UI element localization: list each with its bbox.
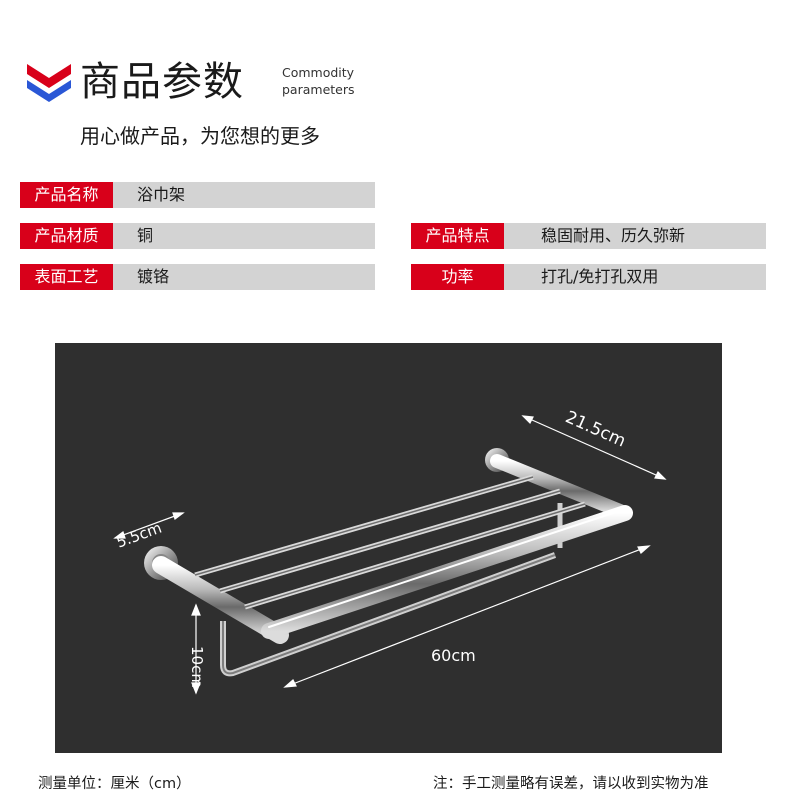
dimension-width [283, 545, 651, 688]
spec-label-material: 产品材质 [20, 223, 113, 249]
dimension-post [113, 512, 185, 539]
spec-value-function: 打孔/免打孔双用 [541, 267, 659, 286]
spec-label-feature: 产品特点 [411, 223, 504, 249]
spec-row-function: 功率 打孔/免打孔双用 [411, 264, 766, 290]
label-height: 10cm [188, 646, 206, 688]
title-en-line-1: Commodity [282, 65, 355, 80]
rack-rails [194, 474, 586, 610]
dimension-height [191, 603, 201, 695]
spec-row-material: 产品材质 铜 [20, 223, 375, 249]
page-title: 商品参数 [80, 59, 244, 105]
footer-unit-note: 测量单位：厘米（cm） [38, 776, 191, 792]
spec-row-name: 产品名称 浴巾架 [20, 182, 375, 208]
dimension-depth [521, 415, 667, 480]
label-width: 60cm [431, 646, 476, 665]
page-subtitle: 用心做产品，为您想的更多 [80, 124, 320, 148]
spec-value-surface: 镀铬 [137, 267, 170, 286]
towel-rack-illustration: 21.5cm 5.5cm 10cm 60cm [113, 407, 667, 695]
spec-label-surface: 表面工艺 [20, 264, 113, 290]
front-bar [261, 505, 633, 639]
label-depth: 21.5cm [562, 407, 628, 451]
spec-value-name: 浴巾架 [137, 185, 186, 204]
spec-value-feature: 稳固耐用、历久弥新 [541, 226, 686, 245]
spec-label-function: 功率 [411, 264, 504, 290]
spec-value-material: 铜 [137, 226, 154, 245]
chevron-logo-icon [27, 64, 71, 102]
product-photo: 21.5cm 5.5cm 10cm 60cm [55, 343, 722, 753]
title-en-line-2: parameters [282, 82, 355, 97]
spec-label-name: 产品名称 [20, 182, 113, 208]
spec-row-surface: 表面工艺 镀铬 [20, 264, 375, 290]
spec-row-feature: 产品特点 稳固耐用、历久弥新 [411, 223, 766, 249]
label-post: 5.5cm [114, 519, 164, 552]
page-title-english: Commodity parameters [282, 64, 355, 98]
footer-disclaimer: 注：手工测量略有误差，请以收到实物为准 [433, 776, 709, 792]
